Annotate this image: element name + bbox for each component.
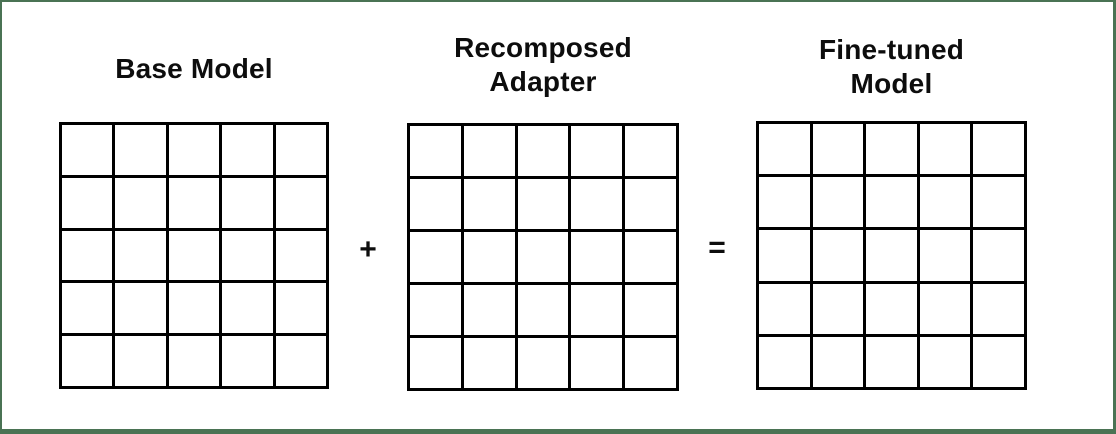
grid-cell [222, 336, 273, 386]
grid-cell [812, 124, 864, 175]
grid-cell [625, 285, 676, 335]
grid-cell [571, 285, 623, 335]
grid-cell [115, 125, 166, 175]
grid-cell [571, 126, 623, 176]
equals-operator: = [708, 231, 726, 264]
base-model-grid [59, 122, 329, 389]
grid-cell [812, 336, 864, 387]
grid-cell [866, 177, 917, 228]
grid-cell [625, 126, 676, 176]
grid-cell [410, 179, 461, 229]
recomposed-adapter-grid [407, 123, 679, 391]
grid-cell [115, 336, 166, 386]
grid-cell [463, 126, 515, 176]
grid-cell [410, 285, 461, 335]
grid-cell [115, 230, 166, 281]
grid-cell [168, 230, 220, 281]
grid-cell [919, 230, 971, 281]
grid-cell [973, 283, 1024, 334]
grid-cell [168, 336, 220, 386]
grid-cell [62, 125, 113, 175]
panel-title-fine-tuned-model: Fine-tuned Model [818, 34, 965, 99]
grid-cell [222, 125, 273, 175]
grid-cell [571, 338, 623, 388]
grid-cell [517, 338, 569, 388]
grid-cell [919, 124, 971, 175]
grid-cell [222, 283, 273, 334]
grid-cell [812, 230, 864, 281]
grid-cell [275, 177, 326, 228]
grid-cell [168, 283, 220, 334]
grid-cell [571, 232, 623, 282]
grid-cell [625, 179, 676, 229]
grid-cell [759, 177, 810, 228]
grid-cell [410, 338, 461, 388]
grid-cell [812, 177, 864, 228]
grid-cell [517, 179, 569, 229]
grid-cell [866, 230, 917, 281]
grid-cell [625, 232, 676, 282]
grid-cell [275, 230, 326, 281]
grid-cell [919, 283, 971, 334]
grid-cell [517, 126, 569, 176]
grid-cell [168, 125, 220, 175]
fine-tuned-model-grid [756, 121, 1027, 390]
grid-cell [168, 177, 220, 228]
grid-cell [62, 283, 113, 334]
grid-cell [973, 124, 1024, 175]
grid-cell [222, 230, 273, 281]
grid-cell [812, 283, 864, 334]
grid-cell [463, 285, 515, 335]
grid-cell [62, 336, 113, 386]
grid-cell [866, 124, 917, 175]
grid-cell [410, 232, 461, 282]
grid-cell [919, 336, 971, 387]
grid-cell [866, 283, 917, 334]
grid-cell [463, 232, 515, 282]
grid-cell [463, 179, 515, 229]
plus-operator: + [359, 233, 377, 266]
grid-cell [973, 336, 1024, 387]
grid-cell [517, 285, 569, 335]
grid-cell [759, 283, 810, 334]
grid-cell [275, 125, 326, 175]
grid-cell [759, 124, 810, 175]
grid-cell [463, 338, 515, 388]
grid-cell [517, 232, 569, 282]
grid-cell [275, 336, 326, 386]
grid-cell [410, 126, 461, 176]
grid-cell [759, 230, 810, 281]
panel-title-base-model: Base Model [115, 53, 273, 84]
panel-title-recomposed-adapter: Recomposed Adapter [454, 32, 632, 97]
grid-cell [275, 283, 326, 334]
grid-cell [62, 177, 113, 228]
grid-cell [866, 336, 917, 387]
grid-cell [115, 283, 166, 334]
grid-cell [973, 230, 1024, 281]
grid-cell [759, 336, 810, 387]
grid-cell [571, 179, 623, 229]
grid-cell [62, 230, 113, 281]
grid-cell [222, 177, 273, 228]
grid-cell [115, 177, 166, 228]
grid-cell [919, 177, 971, 228]
grid-cell [625, 338, 676, 388]
grid-cell [973, 177, 1024, 228]
